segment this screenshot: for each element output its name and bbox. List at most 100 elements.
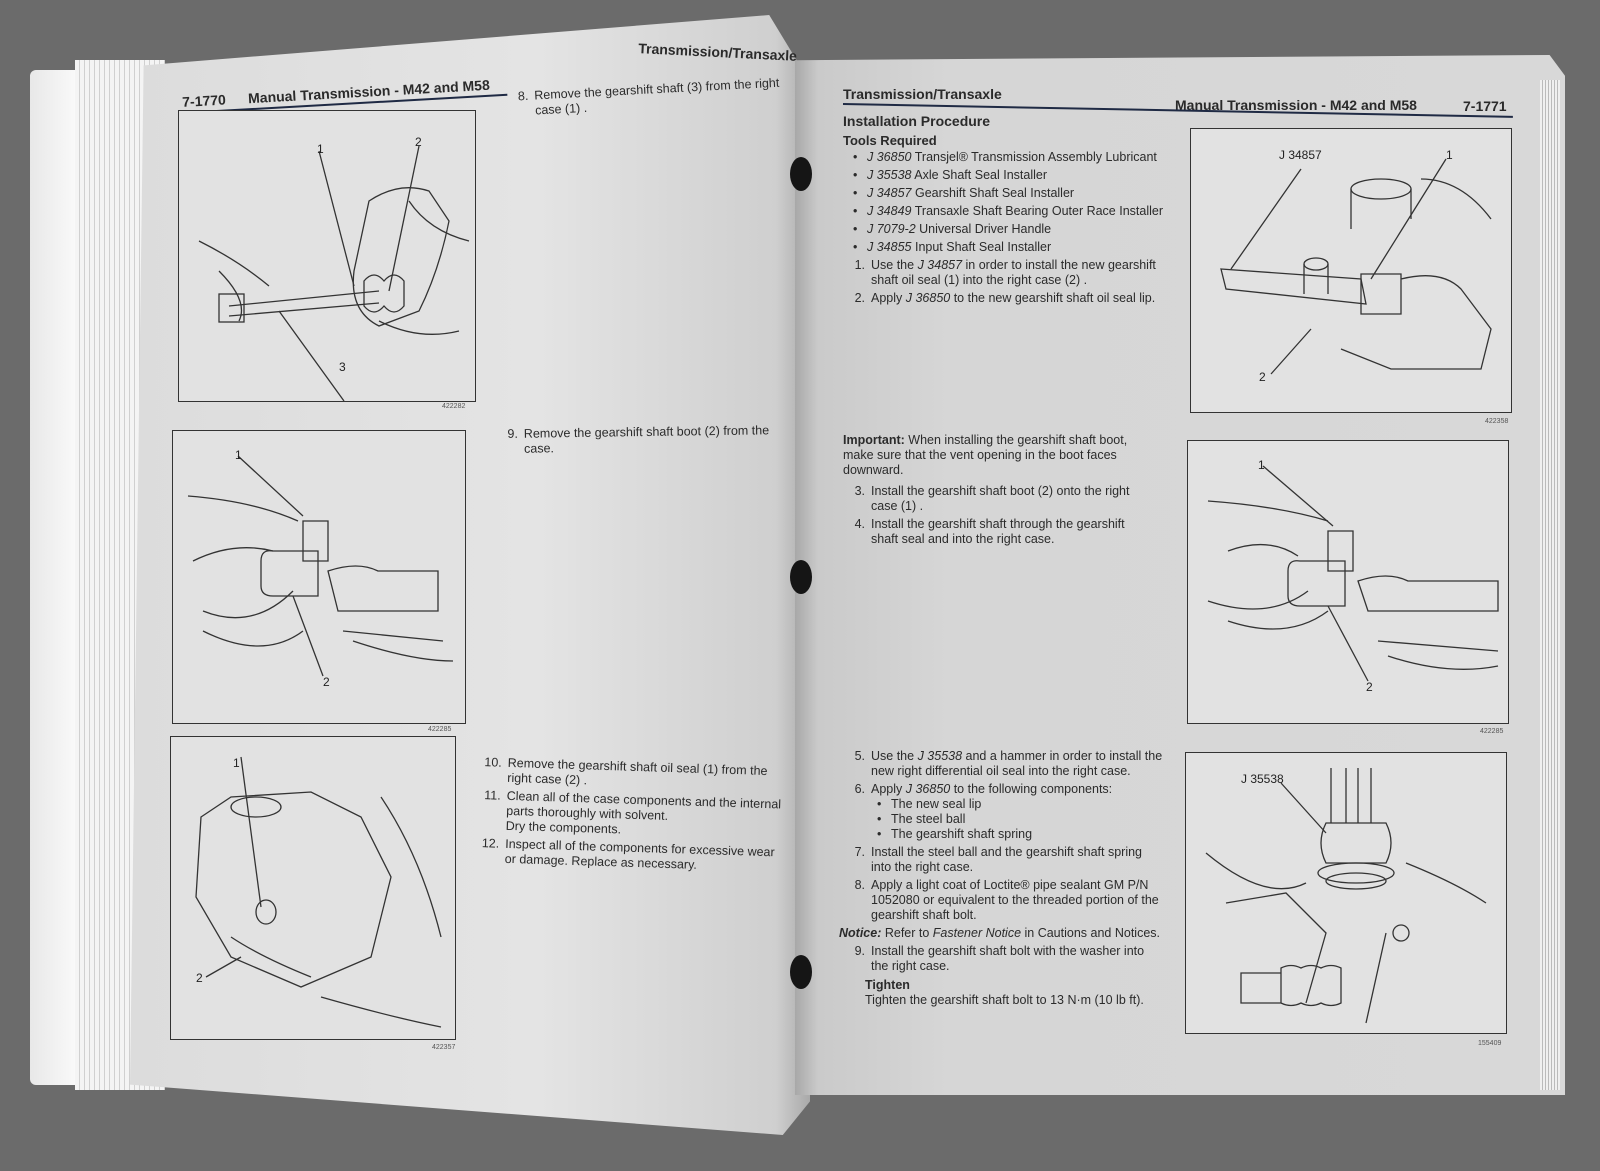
text-text: Apply a light coat of Loctite® pipe seal… <box>871 878 1159 922</box>
figure-number: 155409 <box>1478 1040 1502 1047</box>
a-text: Apply <box>871 291 906 305</box>
callout-1: 1 <box>1258 458 1265 472</box>
tools-list: •J 36850 Transjel® Transmission Assembly… <box>843 150 1163 255</box>
name-text: Axle Shaft Seal Installer <box>914 168 1047 182</box>
important-text-text: When installing the gearshift shaft boot… <box>843 433 1128 477</box>
a-text: Refer to <box>881 926 933 940</box>
step-7: 7.Install the steel ball and the gearshi… <box>843 845 1163 875</box>
callout-2: 2 <box>415 135 422 149</box>
label-text: Notice: <box>839 926 882 940</box>
name-text: Gearshift Shaft Seal Installer <box>914 186 1075 200</box>
n-text: 8. <box>854 878 865 892</box>
tool-text: J 36850 <box>905 782 951 796</box>
figure-remove-oil-seal: 1 2 <box>170 736 456 1040</box>
step-9: 9. Install the gearshift shaft bolt with … <box>843 944 1163 974</box>
text-text: Inspect all of the components for excess… <box>504 836 775 872</box>
step-6: 6.Apply J 36850 to the following compone… <box>843 782 1163 842</box>
tool-item: •J 34857 Gearshift Shaft Seal Installer <box>853 186 1075 200</box>
n-text: 9. <box>507 426 518 441</box>
text-text: Install the gearshift shaft boot (2) ont… <box>871 484 1130 513</box>
left-steps-10-12: 10.Remove the gearshift shaft oil seal (… <box>476 755 791 879</box>
n-text: 6. <box>854 782 865 796</box>
b-text: in Cautions and Notices. <box>1021 926 1161 940</box>
binder-hole <box>790 955 812 989</box>
b-text: to the following components: <box>950 782 1113 796</box>
text-text: Install the gearshift shaft through the … <box>871 517 1125 546</box>
n-text: 8. <box>517 88 529 104</box>
left-page-section: Transmission/Transaxle <box>637 40 798 64</box>
code-text: J 34855 <box>867 240 912 254</box>
figure-number: 422357 <box>432 1044 456 1051</box>
b-text: in order to install the new gearshift sh… <box>871 258 1156 287</box>
text-text: Install the gearshift shaft bolt with th… <box>871 944 1145 973</box>
section-heading: Installation Procedure <box>843 113 991 129</box>
figure-remove-gearshift-boot: 1 2 <box>172 430 466 724</box>
step-1: 1.Use the J 34857 in order to install th… <box>843 258 1163 288</box>
code-text: J 7079-2 <box>867 222 916 236</box>
tool-item: •J 7079-2 Universal Driver Handle <box>853 222 1052 236</box>
right-page-number: 7-1771 <box>1463 98 1507 114</box>
tighten-label: Tighten <box>865 978 910 992</box>
a-text: Use the <box>871 258 918 272</box>
important-note: Important: When installing the gearshift… <box>843 433 1148 478</box>
text-text: Clean all of the case components and the… <box>506 788 782 823</box>
boot-installation: Important: When installing the gearshift… <box>843 433 1148 550</box>
callout-1: 1 <box>1446 148 1453 162</box>
text-text: Install the steel ball and the gearshift… <box>871 845 1142 874</box>
n-text: 5. <box>854 749 865 763</box>
code-text: J 34849 <box>867 204 912 218</box>
callout-1: 1 <box>233 756 240 770</box>
sub-text: Dry the components. <box>505 818 622 837</box>
figure-install-boot: 1 2 <box>1187 440 1509 724</box>
left-step-9: 9. Remove the gearshift shaft boot (2) fr… <box>496 423 796 460</box>
tool-text: J 34857 <box>917 258 963 272</box>
n-text: 10. <box>484 755 502 770</box>
0-text: The new seal lip <box>891 797 982 811</box>
1-text: The steel ball <box>891 812 966 826</box>
callout-tool: J 34857 <box>1279 148 1322 162</box>
step-4: 4. Install the gearshift shaft through th… <box>843 517 1148 547</box>
n-text: 12. <box>481 836 500 851</box>
2-text: The gearshift shaft spring <box>891 827 1033 841</box>
tool-text: J 35538 <box>917 749 963 763</box>
figure-install-oil-seal: J 34857 1 2 <box>1190 128 1512 413</box>
ref-text: Fastener Notice <box>932 926 1022 940</box>
code-text: J 35538 <box>867 168 912 182</box>
callout-tool: J 35538 <box>1241 772 1284 786</box>
step-3: 3.Install the gearshift shaft boot (2) o… <box>843 484 1148 514</box>
right-page-section: Transmission/Transaxle <box>843 86 1002 102</box>
left-page-number: 7-1770 <box>181 91 227 110</box>
name-text: Transjel® Transmission Assembly Lubrican… <box>914 150 1157 164</box>
callout-2: 2 <box>1366 680 1373 694</box>
n-text: 2. <box>854 291 865 305</box>
important-label-text: Important: <box>843 433 905 447</box>
name-text: Transaxle Shaft Bearing Outer Race Insta… <box>914 204 1164 218</box>
tools-required-heading: Tools Required <box>843 133 937 148</box>
figure-remove-gearshift-shaft: 1 2 3 <box>178 110 476 402</box>
b-text: and a hammer in order to install the new… <box>871 749 1163 778</box>
callout-2: 2 <box>323 675 330 689</box>
step-8: 8. Apply a light coat of Loctite® pipe se… <box>843 878 1163 923</box>
tool-item: •J 35538 Axle Shaft Seal Installer <box>853 168 1047 182</box>
tool-item: •J 36850 Transjel® Transmission Assembly… <box>853 150 1157 164</box>
code-text: J 36850 <box>867 150 912 164</box>
callout-3: 3 <box>339 360 346 374</box>
n-text: 4. <box>854 517 865 531</box>
notice: Notice: Refer to Fastener Notice in Caut… <box>839 926 1163 941</box>
book-page-stack-right <box>1540 80 1560 1090</box>
name-text: Input Shaft Seal Installer <box>914 240 1052 254</box>
n-text: 11. <box>484 788 501 803</box>
binder-hole <box>790 560 812 594</box>
right-page-title: Manual Transmission - M42 and M58 <box>1175 97 1417 113</box>
step-2: 2. Apply J 36850 to the new gearshift sha… <box>843 291 1163 306</box>
code-text: J 34857 <box>867 186 912 200</box>
figure-number: 422282 <box>442 403 466 410</box>
figure-number: 422285 <box>1480 728 1504 735</box>
text-text: Remove the gearshift shaft boot (2) from… <box>523 423 770 456</box>
b-text: to the new gearshift shaft oil seal lip. <box>950 291 1156 305</box>
tighten-spec: Tighten the gearshift shaft bolt to 13 N… <box>865 993 1144 1007</box>
seal-and-bolt-installation: 5.Use the J 35538 and a hammer in order … <box>839 749 1163 1008</box>
name-text: Universal Driver Handle <box>919 222 1052 236</box>
n-text: 9. <box>854 944 865 958</box>
tool-text: J 36850 <box>905 291 951 305</box>
